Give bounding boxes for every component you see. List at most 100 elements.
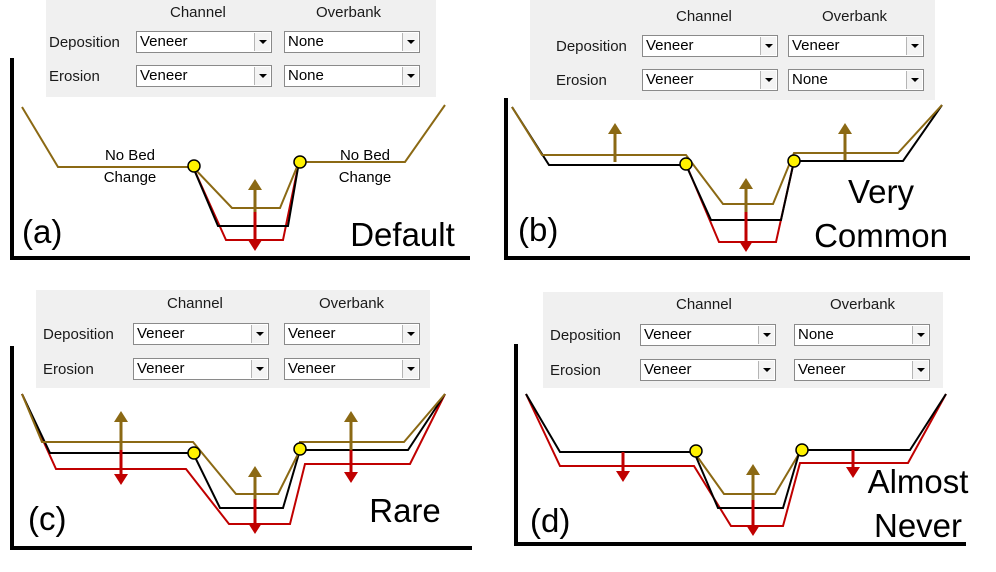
deposition-arrowhead [248,179,262,190]
deposition-overbank-dropdown[interactable]: Veneer [788,35,924,57]
chevron-down-icon[interactable] [906,71,922,89]
erosion-overbank-dropdown[interactable]: None [788,69,924,91]
chevron-down-icon[interactable] [760,37,776,55]
panel-d-diagram [514,344,966,546]
bank-marker [679,157,693,171]
panel-a-diagram [10,58,470,260]
overbank-header: Overbank [830,296,896,313]
panel-d: Channel Overbank Deposition Erosion Vene… [498,286,996,572]
panel-c-diagram [10,346,472,550]
original-profile [192,161,300,227]
axis-lines [10,346,472,550]
no-change-note-left: No Bed Change [92,145,168,189]
deposition-channel-dropdown[interactable]: Veneer [640,324,776,346]
erosion-channel-dropdown[interactable]: Veneer [136,65,272,87]
panel-description: Very Common [806,175,956,253]
deposition-profile [693,451,801,495]
dropdown-value: None [288,33,324,50]
panel-b: Channel Overbank Deposition Erosion Vene… [498,0,996,286]
dropdown-value: Veneer [137,325,185,342]
dropdown-value: Veneer [646,71,694,88]
dropdown-value: Veneer [644,361,692,378]
deposition-arrowhead [114,411,128,422]
dropdown-value: Veneer [646,37,694,54]
deposition-channel-dropdown[interactable]: Veneer [133,323,269,345]
erosion-arrowhead [746,525,760,536]
erosion-channel-dropdown[interactable]: Veneer [640,359,776,381]
panel-tag: (d) [530,502,571,539]
channel-header: Channel [170,4,226,21]
dropdown-value: Veneer [288,325,336,342]
panel-tag: (a) [22,213,63,250]
erosion-arrowhead [344,472,358,483]
erosion-arrowhead [616,471,630,482]
panel-c: Channel Overbank Deposition Erosion Vene… [0,286,498,572]
deposition-arrowhead [248,466,262,477]
deposition-arrowhead [746,464,760,475]
bank-marker [787,154,801,168]
bank-marker [293,442,307,456]
axis-lines [10,58,470,260]
dropdown-value: Veneer [798,361,846,378]
description-line: Default [350,216,455,253]
erosion-overbank-dropdown[interactable]: Veneer [284,358,420,380]
chevron-down-icon[interactable] [758,361,774,379]
dropdown-value: None [288,67,324,84]
chevron-down-icon[interactable] [760,71,776,89]
note-line: No Bed [104,147,156,164]
note-line: Change [338,169,392,186]
erosion-arrowhead [114,474,128,485]
settings-box: Channel Overbank Deposition Erosion Vene… [46,0,436,97]
chevron-down-icon[interactable] [251,360,267,378]
description-line: Very [847,173,915,210]
deposition-channel-dropdown[interactable]: Veneer [642,35,778,57]
channel-header: Channel [676,8,732,25]
erosion-arrowhead [739,241,753,252]
chevron-down-icon[interactable] [254,33,270,51]
chevron-down-icon[interactable] [402,325,418,343]
erosion-label: Erosion [43,361,94,378]
settings-box: Channel Overbank Deposition Erosion Vene… [530,0,935,100]
dropdown-value: Veneer [288,360,336,377]
deposition-arrowhead [838,123,852,134]
dropdown-value: Veneer [140,67,188,84]
chevron-down-icon[interactable] [251,325,267,343]
erosion-channel-dropdown[interactable]: Veneer [133,358,269,380]
chevron-down-icon[interactable] [758,326,774,344]
chevron-down-icon[interactable] [402,67,418,85]
no-change-note-right: No Bed Change [327,145,403,189]
chevron-down-icon[interactable] [254,67,270,85]
overbank-header: Overbank [822,8,888,25]
note-line: No Bed [339,147,391,164]
chevron-down-icon[interactable] [906,37,922,55]
deposition-overbank-dropdown[interactable]: Veneer [284,323,420,345]
bank-marker [293,155,307,169]
chevron-down-icon[interactable] [912,361,928,379]
description-line: Rare [369,492,441,529]
deposition-arrowhead [344,411,358,422]
settings-box: Channel Overbank Deposition Erosion Vene… [543,292,943,388]
deposition-label: Deposition [550,327,621,344]
axis-lines [504,98,970,260]
dropdown-value: Veneer [792,37,840,54]
deposition-profile [21,393,446,495]
overbank-header: Overbank [316,4,382,21]
original-profile [525,393,947,509]
panel-tag: (c) [28,500,67,537]
erosion-overbank-dropdown[interactable]: Veneer [794,359,930,381]
dropdown-value: None [792,71,828,88]
erosion-channel-dropdown[interactable]: Veneer [642,69,778,91]
deposition-channel-dropdown[interactable]: Veneer [136,31,272,53]
bank-marker [187,446,201,460]
panel-description: Rare [350,494,460,528]
dropdown-value: Veneer [137,360,185,377]
deposition-overbank-dropdown[interactable]: None [794,324,930,346]
deposition-overbank-dropdown[interactable]: None [284,31,420,53]
channel-header: Channel [676,296,732,313]
chevron-down-icon[interactable] [912,326,928,344]
chevron-down-icon[interactable] [402,360,418,378]
panel-description: Default [330,218,475,252]
erosion-overbank-dropdown[interactable]: None [284,65,420,87]
erosion-arrowhead [248,240,262,251]
chevron-down-icon[interactable] [402,33,418,51]
